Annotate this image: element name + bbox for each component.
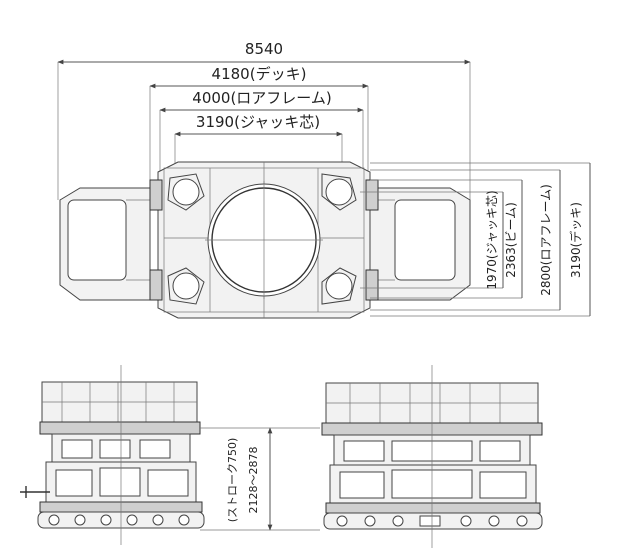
dim-lower-frame-width-label: 4000(ロアフレーム) xyxy=(192,89,331,107)
height-dimension xyxy=(200,427,320,531)
dim-deck-depth-label: 3190(デッキ) xyxy=(568,202,583,278)
jack-front-left xyxy=(167,173,205,211)
left-outrigger xyxy=(59,187,151,301)
horizontal-dimension-lines xyxy=(57,59,471,200)
right-outrigger xyxy=(367,187,471,301)
stroke-label: (ストローク750) xyxy=(226,438,239,523)
dim-lower-frame-depth-label: 2800(ロアフレーム) xyxy=(539,184,553,296)
dim-beam-depth-label: 2363(ビーム) xyxy=(504,202,518,278)
height-range-label: 2128～2878 xyxy=(247,447,260,514)
vertical-dimension-lines xyxy=(360,162,591,317)
dim-jack-center-depth-label: 1970(ジャッキ芯) xyxy=(485,190,499,289)
jack-front-right xyxy=(321,173,357,211)
dim-jack-center-width-label: 3190(ジャッキ芯) xyxy=(196,113,320,131)
jack-rear-left xyxy=(167,267,205,305)
plan-view: 8540 4180(デッキ) 4000(ロアフレーム) 3190(ジャッキ芯) xyxy=(57,40,591,319)
dim-deck-width-label: 4180(デッキ) xyxy=(212,65,307,83)
center-turntable xyxy=(205,181,323,299)
side-elevation xyxy=(20,365,205,545)
front-elevation xyxy=(321,365,543,548)
jack-rear-right xyxy=(321,267,357,305)
dim-overall-label: 8540 xyxy=(245,40,283,58)
